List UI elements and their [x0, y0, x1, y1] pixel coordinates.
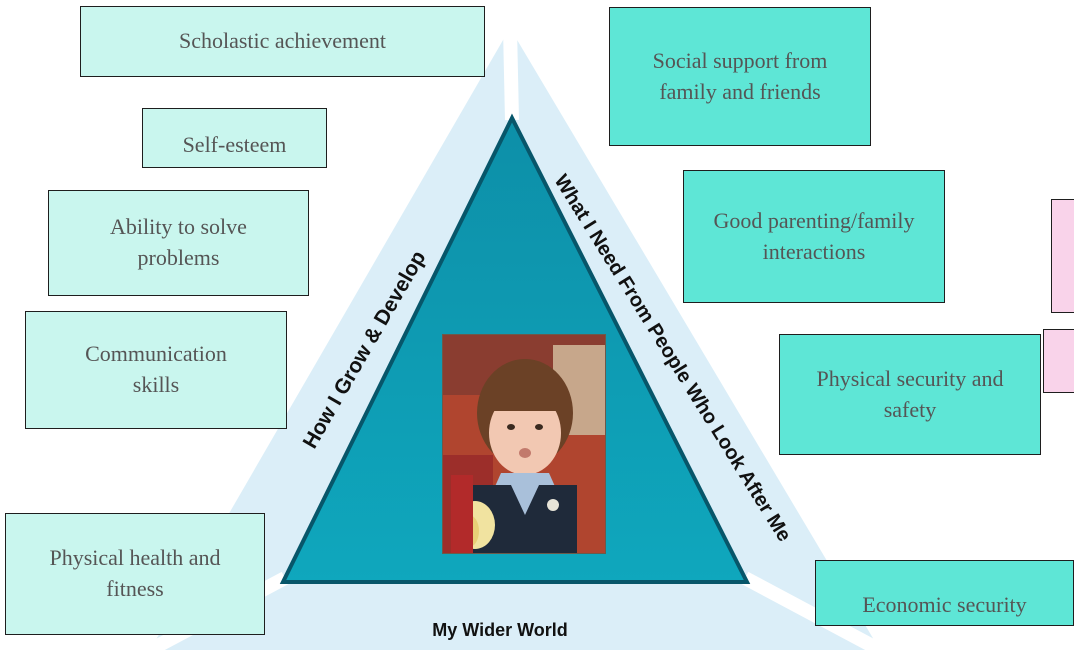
box-label: Scholastic achievement	[178, 28, 387, 54]
box-label: Economic security	[862, 592, 1027, 618]
box-label: Good parenting/family interactions	[713, 207, 915, 264]
box-social-support: Social support from family and friends	[609, 7, 871, 146]
box-good-parenting: Good parenting/family interactions	[683, 170, 945, 303]
box-physical-security: Physical security and safety	[779, 334, 1041, 455]
child-photo	[442, 334, 606, 554]
bottom-side-label: My Wider World	[432, 620, 568, 640]
divider-line-top	[503, 27, 519, 121]
pink-box-upper	[1051, 199, 1074, 313]
box-scholastic-achievement: Scholastic achievement	[80, 6, 485, 77]
box-label: Communication skills	[85, 341, 227, 397]
box-label: Physical health and fitness	[49, 545, 221, 601]
box-label: Ability to solve problems	[110, 214, 247, 270]
box-label: Physical security and safety	[816, 365, 1004, 422]
box-physical-health-and-fitness: Physical health and fitness	[5, 513, 265, 635]
box-economic-security: Economic security	[815, 560, 1074, 626]
box-ability-to-solve-problems: Ability to solve problems	[48, 190, 309, 296]
pink-box-lower	[1043, 329, 1074, 393]
box-label: Self-esteem	[182, 132, 287, 158]
box-communication-skills: Communication skills	[25, 311, 287, 429]
box-self-esteem: Self-esteem	[142, 108, 327, 168]
box-label: Social support from family and friends	[652, 47, 828, 104]
divider-line-right	[741, 571, 884, 657]
